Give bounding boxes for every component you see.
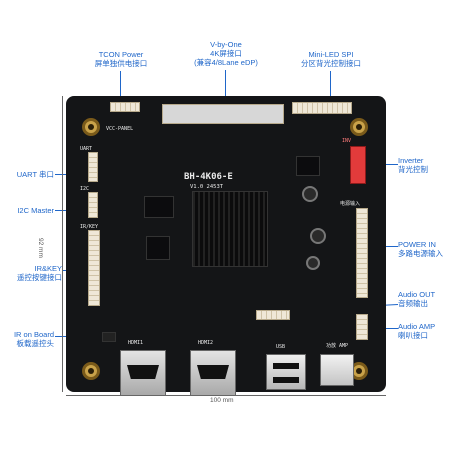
capacitor-2 xyxy=(310,228,326,244)
vbyone-label: V-by-One xyxy=(210,40,242,49)
irkey-desc: 遥控按键接口 xyxy=(17,273,62,282)
i2c-label: I2C Master xyxy=(17,206,54,215)
height-dim-label: 92 mm xyxy=(37,238,44,258)
board-version-silk: V1.0 2453T xyxy=(190,184,224,190)
irkey-connector xyxy=(88,230,100,306)
pcb-board: VCC-PANEL UART I2C IR/KEY BH-4K06-E V1.0… xyxy=(66,96,386,396)
hdmi1-silk: HDMI1 xyxy=(128,340,144,346)
width-dim-label: 100 mm xyxy=(210,397,234,404)
inverter-desc: 背光控制 xyxy=(398,165,428,174)
dc-jack xyxy=(320,354,354,386)
ir-board-label: IR on Board xyxy=(13,330,54,339)
inverter-connector xyxy=(350,146,366,184)
audio-out-connector xyxy=(256,310,290,320)
height-dim-line xyxy=(62,96,63,392)
irkey-callout: IR&KEY 遥控按键接口 xyxy=(4,264,62,282)
uart-connector xyxy=(88,152,98,182)
audio-amp-silk: 功放 AMP xyxy=(326,343,349,349)
irkey-silk: IR/KEY xyxy=(80,224,99,230)
audio-amp-callout: Audio AMP 喇叭接口 xyxy=(398,322,448,340)
irkey-label: IR&KEY xyxy=(34,264,62,273)
ir-board-callout: IR on Board 板载遥控头 xyxy=(4,330,54,348)
power-in-silk: 电源输入 xyxy=(340,201,361,207)
audio-amp-label: Audio AMP xyxy=(398,322,436,331)
usb-slot-top xyxy=(273,363,299,369)
uart-label: UART 串口 xyxy=(16,170,54,179)
inverter-silk: INV xyxy=(342,138,352,144)
tcon-power-desc: 屏单独供电接口 xyxy=(94,59,148,68)
memory-chip xyxy=(146,236,170,260)
power-in-callout: POWER IN 多路电源输入 xyxy=(398,240,448,258)
inverter-callout: Inverter 背光控制 xyxy=(398,156,448,174)
miniled-connector xyxy=(292,102,352,114)
vcc-panel-silk: VCC-PANEL xyxy=(106,126,134,132)
ir-receiver xyxy=(102,332,116,342)
mount-hole-tl xyxy=(82,118,100,136)
hdmi1-port xyxy=(120,350,166,396)
miniled-leader xyxy=(330,71,331,103)
vbyone-callout: V-by-One 4K屏接口 (兼容4/8Lane eDP) xyxy=(176,40,276,67)
hdmi2-silk: HDMI2 xyxy=(198,340,214,346)
audio-amp-desc: 喇叭接口 xyxy=(398,331,428,340)
tcon-power-label: TCON Power xyxy=(98,50,144,59)
tcon-power-connector xyxy=(110,102,140,112)
vbyone-desc: 4K屏接口 xyxy=(210,49,242,58)
miniled-label: Mini-LED SPI xyxy=(308,50,354,59)
power-in-label: POWER IN xyxy=(398,240,436,249)
ir-board-desc: 板载遥控头 xyxy=(16,339,55,348)
vbyone-compat: (兼容4/8Lane eDP) xyxy=(194,58,258,67)
power-in-desc: 多路电源输入 xyxy=(398,249,443,258)
audio-out-label: Audio OUT xyxy=(398,290,436,299)
vbyone-connector xyxy=(162,104,284,124)
usb-silk: USB xyxy=(276,344,286,350)
audio-amp-connector xyxy=(356,314,368,340)
i2c-connector xyxy=(88,192,98,218)
uart-silk: UART xyxy=(80,146,93,152)
i2c-callout: I2C Master xyxy=(4,206,54,215)
width-dim-line xyxy=(66,395,386,396)
hdmi2-port xyxy=(190,350,236,396)
audio-out-callout: Audio OUT 音频输出 xyxy=(398,290,448,308)
miniled-desc: 分区背光控制接口 xyxy=(301,59,361,68)
soc-heatsink xyxy=(192,191,268,267)
power-ic xyxy=(296,156,320,176)
capacitor-1 xyxy=(302,186,318,202)
board-model-silk: BH-4K06-E xyxy=(184,172,233,182)
mount-hole-bl xyxy=(82,362,100,380)
inverter-label: Inverter xyxy=(398,156,424,165)
audio-out-desc: 音频输出 xyxy=(398,299,428,308)
tcon-power-callout: TCON Power 屏单独供电接口 xyxy=(76,50,166,68)
tcon-power-leader xyxy=(120,71,121,103)
flash-chip xyxy=(144,196,174,218)
usb-port xyxy=(266,354,306,390)
usb-slot-bottom xyxy=(273,377,299,383)
vbyone-leader xyxy=(225,70,226,104)
miniled-callout: Mini-LED SPI 分区背光控制接口 xyxy=(286,50,376,68)
capacitor-3 xyxy=(306,256,320,270)
uart-callout: UART 串口 xyxy=(4,170,54,179)
mount-hole-tr xyxy=(350,118,368,136)
power-in-connector xyxy=(356,208,368,298)
i2c-silk: I2C xyxy=(80,186,90,192)
